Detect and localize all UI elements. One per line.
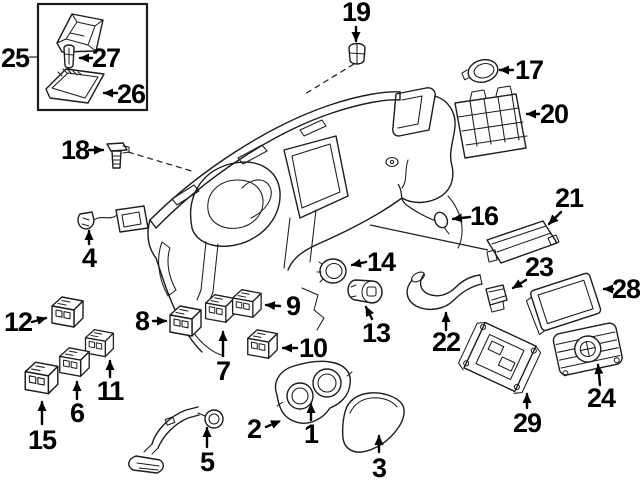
inset-box [36, 2, 149, 112]
callout-10-label[interactable]: 10 [299, 333, 328, 363]
part-27-bulb-drawing [63, 44, 75, 69]
leader-line-19 [304, 63, 355, 95]
part-6-switch-drawing [59, 347, 90, 377]
callout-18-label[interactable]: 18 [61, 135, 91, 165]
part-9-switch-drawing [231, 289, 262, 318]
callout-26-label[interactable]: 26 [117, 79, 147, 109]
callout-18[interactable]: 18 [61, 135, 105, 165]
callout-7-label[interactable]: 7 [216, 356, 231, 386]
callout-27-label[interactable]: 27 [92, 43, 121, 73]
callout-5-label[interactable]: 5 [200, 447, 216, 477]
callout-26[interactable]: 26 [102, 79, 147, 109]
callout-11[interactable]: 11 [97, 359, 126, 406]
part-5-cable-assembly-drawing [128, 406, 224, 474]
part-16-clip-drawing [433, 211, 450, 235]
callout-27[interactable]: 27 [78, 43, 121, 73]
callout-2-label[interactable]: 2 [247, 414, 262, 444]
callout-13[interactable]: 13 [362, 305, 392, 348]
callout-7[interactable]: 7 [216, 330, 231, 386]
callout-15[interactable]: 15 [28, 400, 58, 455]
part-7-switch-drawing [204, 294, 235, 323]
part-4-wire-connector-drawing [77, 205, 149, 233]
callout-28-label[interactable]: 28 [612, 274, 640, 304]
callout-25[interactable]: 25 [1, 43, 38, 73]
callout-23-label[interactable]: 23 [525, 252, 555, 282]
callout-24[interactable]: 24 [587, 363, 617, 413]
part-18-bolt-drawing [106, 142, 130, 169]
part-15-switch-drawing [24, 361, 59, 395]
part-22-duct-hose-drawing [406, 271, 483, 311]
callout-13-label[interactable]: 13 [362, 318, 392, 348]
callout-6[interactable]: 6 [70, 380, 86, 428]
callout-8-label[interactable]: 8 [135, 306, 151, 336]
callout-14-label[interactable]: 14 [367, 247, 397, 277]
callout-5[interactable]: 5 [200, 426, 216, 477]
part-8-switch-drawing [169, 305, 202, 337]
callout-16[interactable]: 16 [451, 201, 500, 231]
callout-19-label[interactable]: 19 [342, 0, 372, 27]
callout-17-label[interactable]: 17 [515, 55, 544, 85]
part-26-lamp-lens-drawing [45, 68, 105, 104]
callout-29-label[interactable]: 29 [513, 408, 543, 438]
callout-15-label[interactable]: 15 [28, 425, 58, 455]
part-29-mounting-bracket-drawing [458, 321, 542, 394]
callout-25-label[interactable]: 25 [1, 43, 31, 73]
callout-22-label[interactable]: 22 [432, 327, 461, 357]
callout-19[interactable]: 19 [342, 0, 372, 43]
callout-4-label[interactable]: 4 [82, 243, 98, 273]
callout-8[interactable]: 8 [135, 306, 168, 336]
callout-9-label[interactable]: 9 [286, 291, 302, 321]
part-3-cluster-lens-drawing [341, 392, 405, 453]
callout-21[interactable]: 21 [547, 183, 585, 226]
callout-10[interactable]: 10 [281, 333, 328, 363]
callout-11-label[interactable]: 11 [97, 376, 126, 406]
callout-21-label[interactable]: 21 [555, 183, 585, 213]
callout-6-label[interactable]: 6 [70, 398, 86, 428]
leader-line-18 [127, 151, 196, 173]
part-19-clip-drawing [348, 42, 366, 65]
callout-12[interactable]: 12 [4, 307, 48, 337]
leader-line-16 [397, 183, 437, 222]
callout-22[interactable]: 22 [432, 311, 461, 357]
part-24-radio-control-drawing [552, 322, 623, 377]
callout-24-label[interactable]: 24 [587, 383, 617, 413]
part-17-gauge-pod-drawing [461, 59, 499, 83]
callout-20-label[interactable]: 20 [540, 99, 569, 129]
callout-9[interactable]: 9 [264, 291, 302, 321]
callout-17[interactable]: 17 [498, 55, 544, 85]
part-13-power-socket-drawing [347, 279, 383, 304]
part-1-instrument-cluster-drawing [274, 360, 353, 424]
part-25-lamp-housing-drawing [56, 13, 104, 53]
callout-2[interactable]: 2 [247, 414, 282, 444]
callout-3-label[interactable]: 3 [372, 453, 388, 483]
part-12-switch-drawing [51, 296, 84, 328]
callout-1[interactable]: 1 [304, 402, 320, 449]
part-28-display-unit-drawing [525, 272, 602, 336]
part-10-switch-drawing [247, 329, 278, 359]
callout-3[interactable]: 3 [372, 434, 388, 483]
part-21-amplifier-drawing [486, 220, 560, 264]
callout-20[interactable]: 20 [525, 99, 569, 129]
callout-12-label[interactable]: 12 [4, 307, 33, 337]
callout-29[interactable]: 29 [513, 392, 543, 438]
callout-1-label[interactable]: 1 [304, 419, 320, 449]
leader-line-21 [369, 224, 489, 251]
callout-4[interactable]: 4 [82, 229, 98, 273]
callout-28[interactable]: 28 [602, 274, 640, 304]
part-20-finisher-grid-drawing [454, 85, 528, 159]
callout-14[interactable]: 14 [350, 247, 397, 277]
part-23-bracket-clip-drawing [485, 284, 508, 313]
callout-16-label[interactable]: 16 [470, 201, 500, 231]
callout-23[interactable]: 23 [511, 252, 555, 290]
part-14-ring-bezel-drawing [316, 258, 347, 284]
